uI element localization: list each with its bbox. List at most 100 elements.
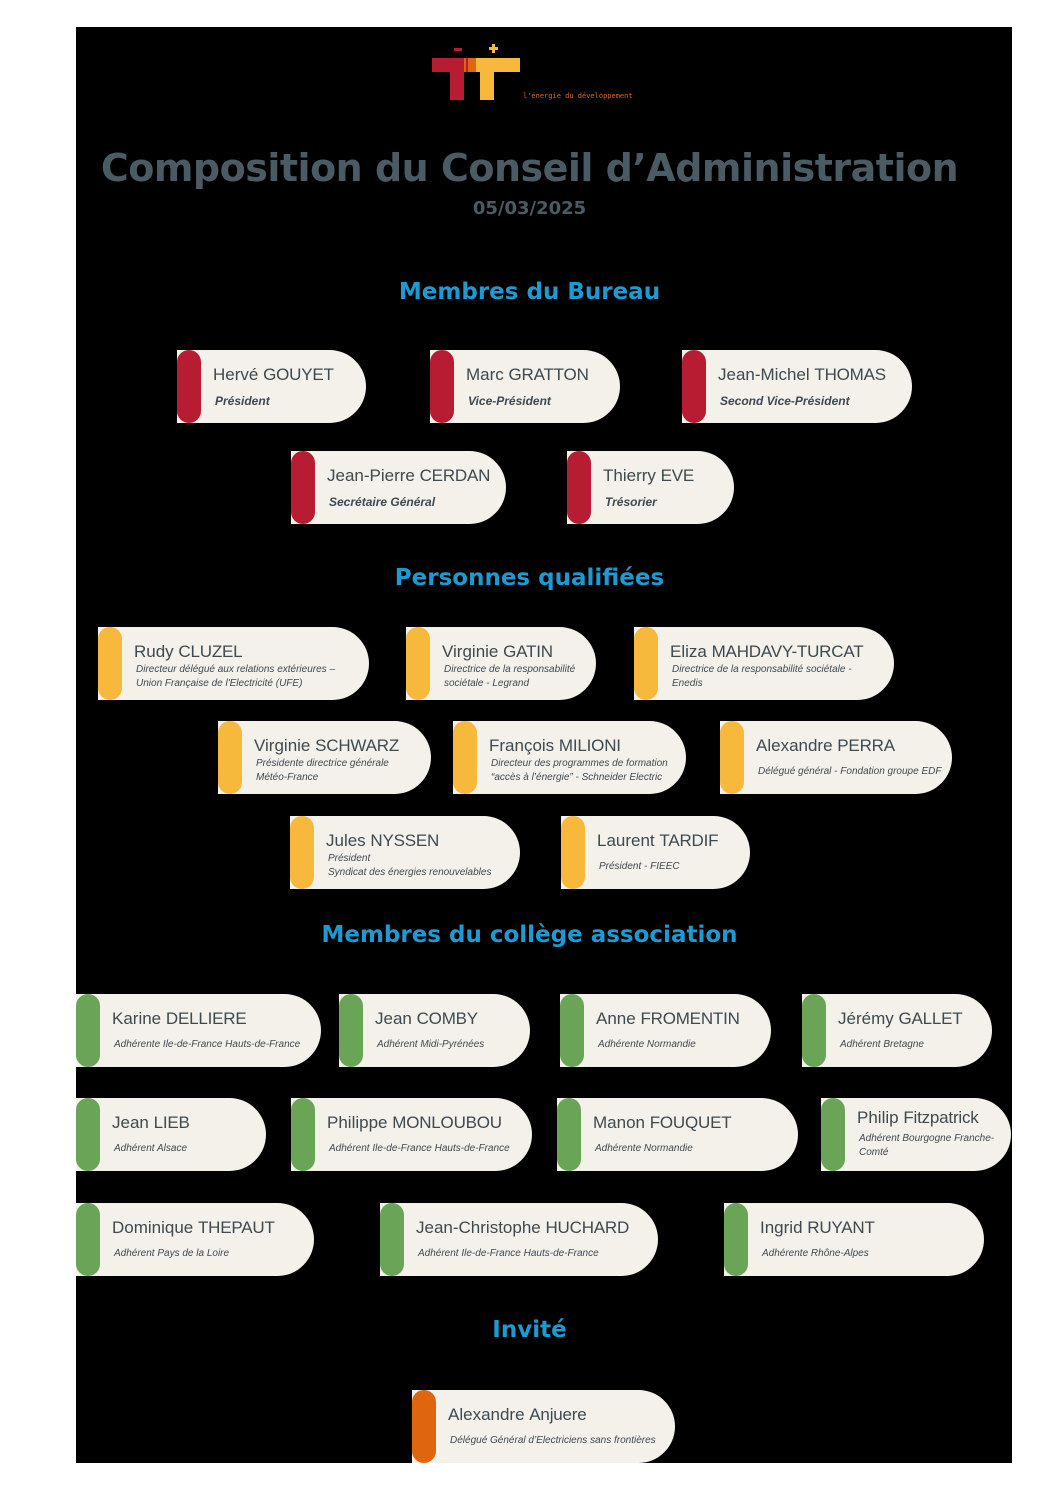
member-card: Virginie GATIN Directrice de la responsa… — [406, 627, 596, 700]
member-name: Laurent TARDIF — [597, 831, 719, 850]
member-description: Président - FIEEC — [599, 861, 680, 872]
member-role: Secrétaire Général — [329, 495, 436, 509]
member-card: Jean-Christophe HUCHARD Adhérent Ile-de-… — [380, 1203, 658, 1276]
section-title-qualifiees: Personnes qualifiées — [394, 565, 665, 591]
member-role: Second Vice-Président — [720, 394, 850, 408]
member-name: Anne FROMENTIN — [596, 1009, 740, 1028]
member-name: Thierry EVE — [603, 466, 695, 485]
member-card: Ingrid RUYANT Adhérente Rhône-Alpes — [724, 1203, 984, 1276]
member-name: Hervé GOUYET — [213, 365, 334, 384]
member-name: Jean-Michel THOMAS — [718, 365, 886, 384]
member-name: Dominique THEPAUT — [112, 1218, 275, 1237]
member-card: Jean-Pierre CERDAN Secrétaire Général — [291, 451, 506, 524]
color-bar — [682, 350, 706, 423]
color-bar — [821, 1098, 845, 1171]
member-card: Eliza MAHDAVY-TURCAT Directrice de la re… — [634, 627, 894, 700]
color-bar — [453, 721, 477, 794]
member-name: Ingrid RUYANT — [760, 1218, 875, 1237]
member-name: Jean-Christophe HUCHARD — [416, 1218, 630, 1237]
logo — [432, 44, 520, 100]
member-card: Dominique THEPAUT Adhérent Pays de la Lo… — [76, 1203, 314, 1276]
member-card: Rudy CLUZEL Directeur délégué aux relati… — [98, 627, 369, 700]
member-description: Adhérent Ile-de-France Hauts-de-France — [329, 1143, 510, 1154]
member-description: Adhérent Bretagne — [840, 1039, 924, 1050]
member-card: Philippe MONLOUBOU Adhérent Ile-de-Franc… — [291, 1098, 532, 1171]
member-name: Eliza MAHDAVY-TURCAT — [670, 642, 864, 661]
member-role: Trésorier — [605, 495, 657, 509]
member-description: Adhérent Midi-Pyrénées — [377, 1039, 485, 1050]
color-bar — [76, 994, 100, 1067]
member-name: François MILIONI — [489, 736, 621, 755]
color-bar — [380, 1203, 404, 1276]
member-name: Jules NYSSEN — [326, 831, 440, 850]
member-description: Adhérent Alsace — [114, 1143, 188, 1154]
member-name: Marc GRATTON — [466, 365, 589, 384]
member-name: Philippe MONLOUBOU — [327, 1113, 502, 1132]
member-description: Adhérente Ile-de-France Hauts-de-France — [114, 1039, 301, 1050]
member-card: Jérémy GALLET Adhérent Bretagne — [802, 994, 992, 1067]
section-title-bureau: Membres du Bureau — [398, 279, 661, 305]
member-card: Anne FROMENTIN Adhérente Normandie — [560, 994, 771, 1067]
color-bar — [76, 1203, 100, 1276]
member-name: Jean COMBY — [375, 1009, 478, 1028]
color-bar — [339, 994, 363, 1067]
member-card: Virginie SCHWARZ Présidente directrice g… — [218, 721, 431, 794]
section-title-association: Membres du collège association — [321, 922, 738, 948]
member-card: Laurent TARDIF Président - FIEEC — [561, 816, 750, 889]
member-description: Adhérent Bourgogne Franche- Comté — [859, 1133, 995, 1158]
member-description: Adhérente Normandie — [595, 1143, 693, 1154]
member-name: Virginie GATIN — [442, 642, 553, 661]
color-bar — [557, 1098, 581, 1171]
member-card: Jules NYSSEN Président Syndicat des éner… — [290, 816, 520, 889]
member-description: Présidente directrice générale Météo-Fra… — [256, 758, 389, 783]
color-bar — [291, 451, 315, 524]
member-name: Jérémy GALLET — [838, 1009, 963, 1028]
color-bar — [218, 721, 242, 794]
member-card: Alexandre PERRA Délégué général - Fondat… — [720, 721, 952, 794]
member-description: Adhérente Rhône-Alpes — [762, 1248, 869, 1259]
member-description: Directrice de la responsabilité sociétal… — [672, 664, 852, 689]
member-card: Thierry EVE Trésorier — [567, 451, 734, 524]
member-name: Alexandre Anjuere — [448, 1405, 587, 1424]
member-name: Rudy CLUZEL — [134, 642, 243, 661]
member-description: Adhérent Ile-de-France Hauts-de-France — [418, 1248, 599, 1259]
color-bar — [430, 350, 454, 423]
member-card: Karine DELLIERE Adhérente Ile-de-France … — [76, 994, 321, 1067]
member-card: Hervé GOUYET Président — [177, 350, 366, 423]
color-bar — [290, 816, 314, 889]
member-name: Jean LIEB — [112, 1113, 190, 1132]
color-bar — [720, 721, 744, 794]
color-bar — [567, 451, 591, 524]
color-bar — [177, 350, 201, 423]
color-bar — [561, 816, 585, 889]
color-bar — [412, 1390, 436, 1463]
member-card: Philip Fitzpatrick Adhérent Bourgogne Fr… — [821, 1098, 1011, 1171]
member-card: Jean LIEB Adhérent Alsace — [76, 1098, 266, 1171]
member-description: Président Syndicat des énergies renouvel… — [328, 853, 492, 878]
member-name: Philip Fitzpatrick — [857, 1108, 979, 1127]
color-bar — [76, 1098, 100, 1171]
color-bar — [724, 1203, 748, 1276]
color-bar — [291, 1098, 315, 1171]
member-description: Directeur des programmes de formation “a… — [491, 758, 668, 783]
member-name: Karine DELLIERE — [112, 1009, 247, 1028]
color-bar — [802, 994, 826, 1067]
member-card: Jean COMBY Adhérent Midi-Pyrénées — [339, 994, 530, 1067]
member-role: Président — [215, 394, 270, 408]
member-name: Jean-Pierre CERDAN — [327, 466, 491, 485]
member-card: Jean-Michel THOMAS Second Vice-Président — [682, 350, 912, 423]
member-description: Directrice de la responsabilité sociétal… — [444, 664, 576, 689]
member-description: Adhérente Normandie — [598, 1039, 696, 1050]
member-description: Adhérent Pays de la Loire — [114, 1248, 230, 1259]
tagline: l'énergie du développement — [523, 92, 633, 100]
member-card: François MILIONI Directeur des programme… — [453, 721, 686, 794]
member-name: Virginie SCHWARZ — [254, 736, 400, 755]
section-title-invite: Invité — [492, 1317, 567, 1343]
member-name: Manon FOUQUET — [593, 1113, 732, 1132]
member-description: Délégué Général d’Electriciens sans fron… — [450, 1435, 656, 1446]
page-date: 05/03/2025 — [472, 198, 587, 219]
color-bar — [98, 627, 122, 700]
member-description: Directeur délégué aux relations extérieu… — [136, 664, 335, 689]
member-card: Manon FOUQUET Adhérente Normandie — [557, 1098, 798, 1171]
color-bar — [634, 627, 658, 700]
